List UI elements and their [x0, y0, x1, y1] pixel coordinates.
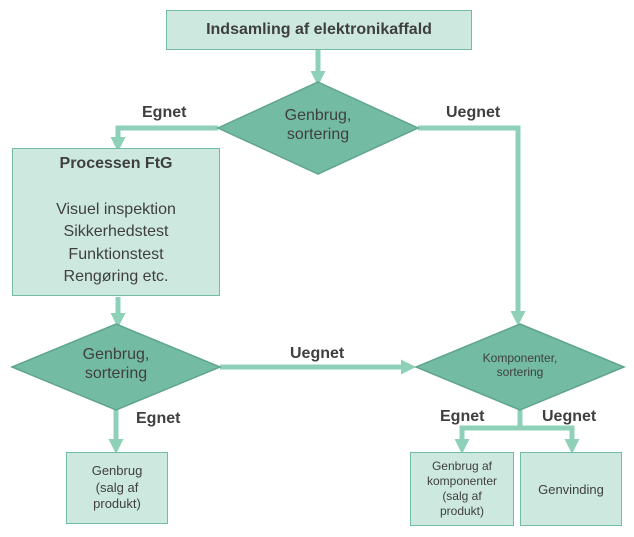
process-step: Visuel inspektion: [56, 201, 176, 218]
components-label: Komponenter, sortering: [482, 351, 558, 380]
components-diamond: [414, 323, 626, 411]
process-box: Processen FtG Visuel inspektion Sikkerhe…: [12, 148, 220, 296]
connector-components-suitable: [454, 405, 523, 454]
process-step: Rengøring etc.: [63, 268, 169, 286]
decision1-label: Genbrug, sortering: [284, 107, 352, 144]
connector-components-unsuitable: [520, 425, 580, 454]
process-step: Funktionstest: [68, 245, 164, 263]
process-title: Processen FtG: [59, 155, 173, 172]
recovery-box: Genvinding: [520, 452, 622, 526]
edge-label-d1-unsuitable: Uegnet: [446, 104, 501, 121]
start-label: Indsamling af elektronikaffald: [206, 21, 432, 38]
decision2-label: Genbrug, sortering: [82, 346, 150, 383]
connector-decision1-suitable: [110, 125, 218, 152]
start-box: Indsamling af elektronikaffald: [166, 10, 472, 50]
edge-label-d1-suitable: Egnet: [142, 104, 187, 121]
edge-label-comp-unsuitable: Uegnet: [542, 408, 597, 425]
reuse-product-box: Genbrug (salg af produkt): [66, 452, 168, 524]
reuse-components-box: Genbrug af komponenter (salg af produkt): [410, 452, 514, 526]
decision2-diamond: [10, 323, 222, 411]
edge-label-comp-suitable: Egnet: [440, 408, 485, 425]
decision1-diamond: [216, 81, 420, 175]
connector-decision1-unsuitable: [418, 125, 526, 326]
process-step: Sikkerhedstest: [63, 223, 169, 241]
edge-label-d2-unsuitable: Uegnet: [290, 345, 345, 362]
edge-label-d2-suitable: Egnet: [136, 410, 181, 427]
